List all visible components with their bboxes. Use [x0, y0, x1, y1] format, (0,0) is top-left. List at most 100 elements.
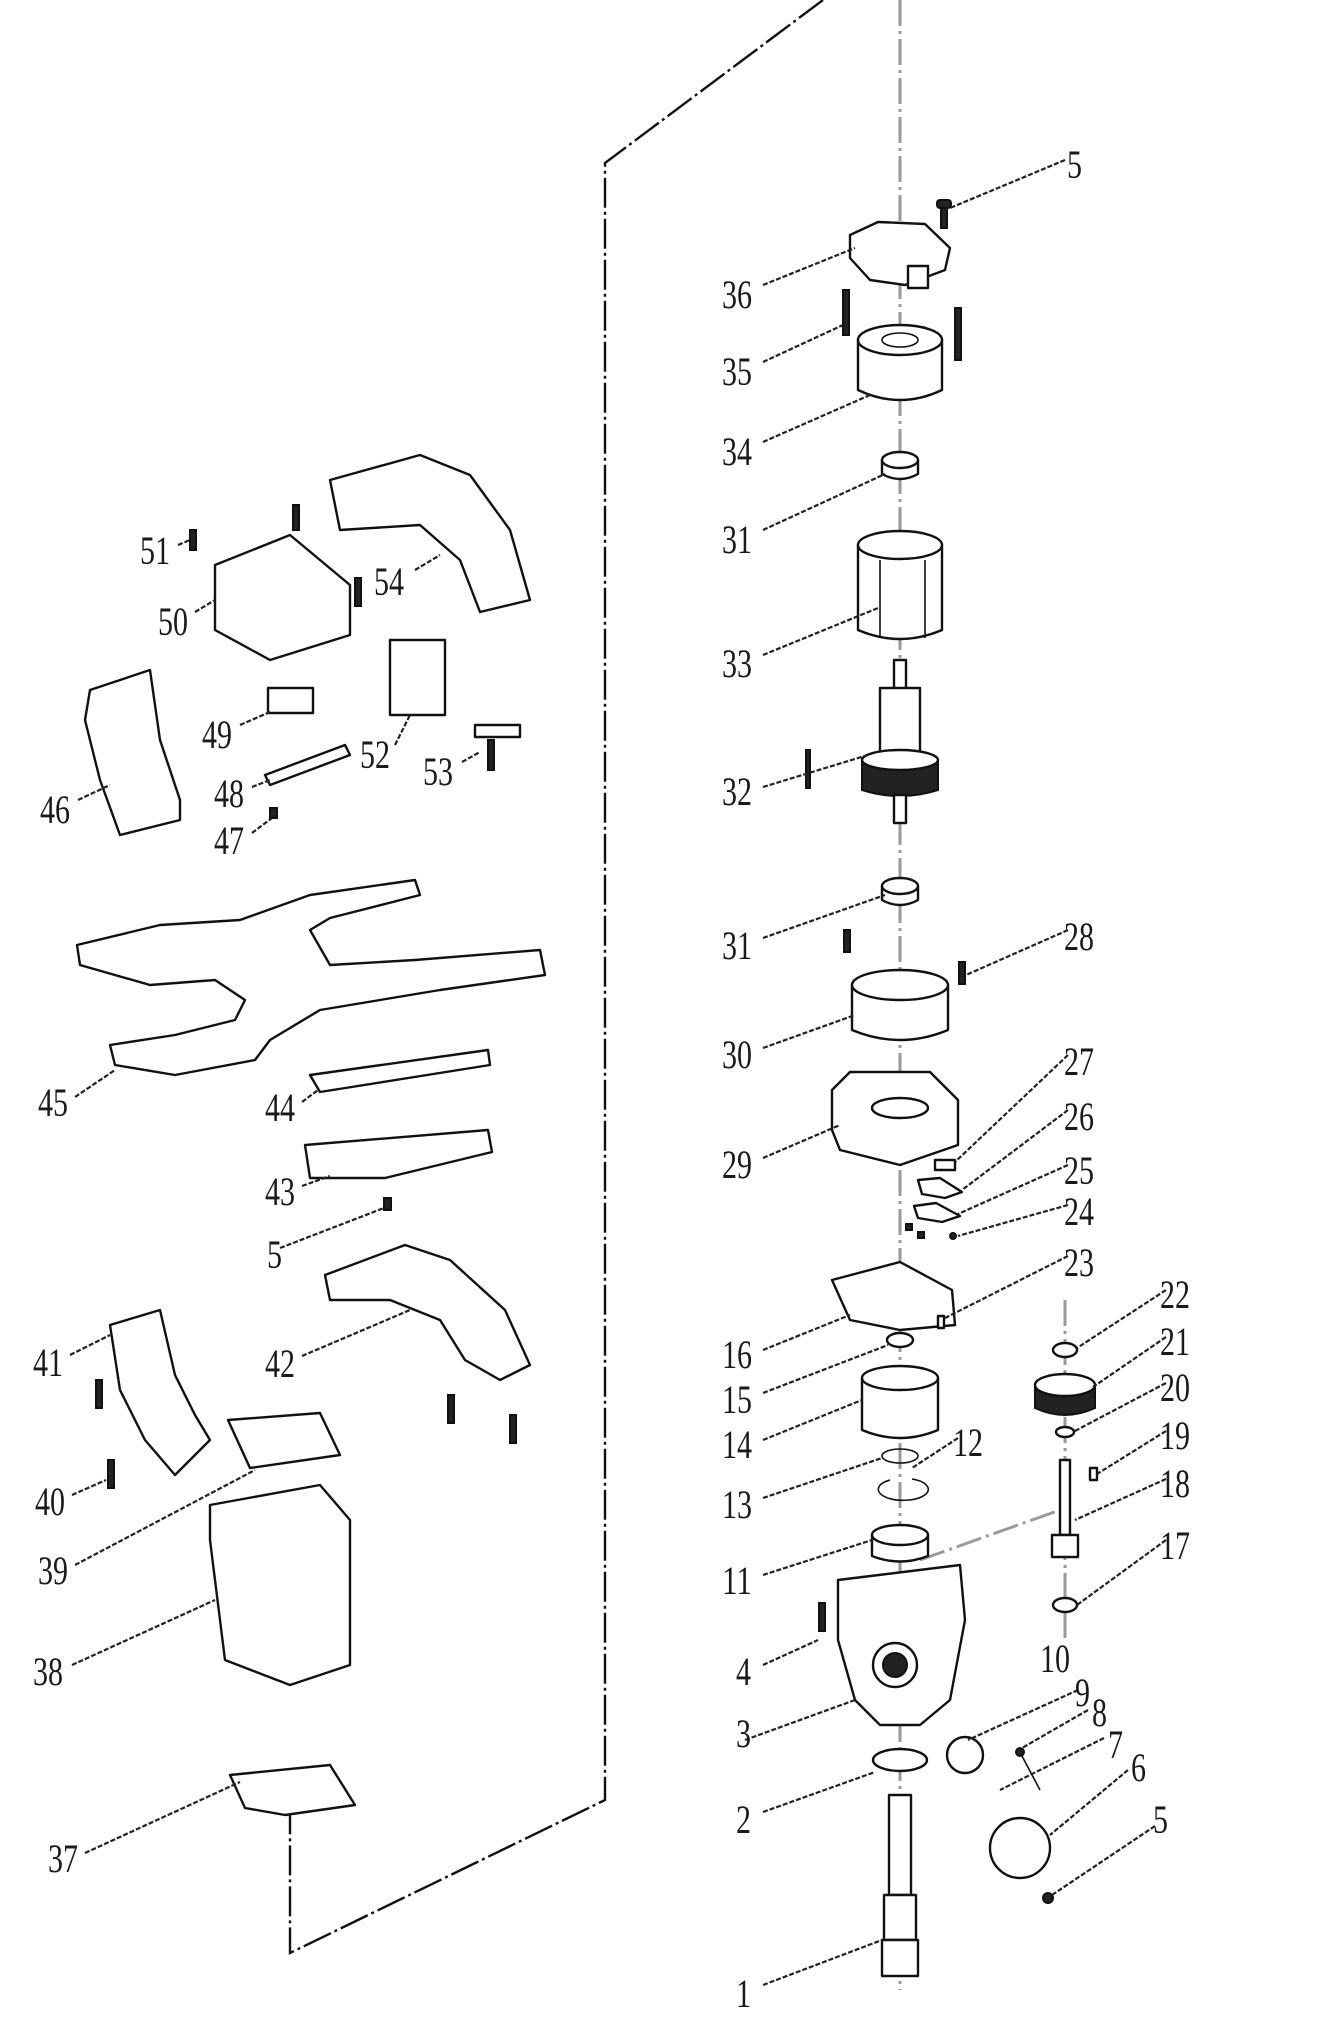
- callout-20: 20: [1160, 1365, 1190, 1410]
- leader-c-21: [1092, 1336, 1167, 1388]
- part-screw-5-bottom: [1042, 1892, 1054, 1904]
- part-cover-9: [945, 1735, 985, 1775]
- part-washer-22: [1051, 1341, 1079, 1359]
- leader-c-5-top: [949, 158, 1066, 210]
- leader-c-19: [1096, 1430, 1167, 1475]
- leader-c-26: [961, 1109, 1069, 1191]
- part-cover-plate-39: [226, 1411, 342, 1470]
- leader-c-17: [1076, 1539, 1167, 1606]
- callout-14: 14: [722, 1422, 752, 1467]
- leader-c-27: [954, 1054, 1069, 1163]
- part-stator-33: [856, 529, 944, 641]
- part-gear-housing-cover-29: [830, 1070, 960, 1167]
- leader-c-43: [301, 1174, 331, 1188]
- callout-10: 10: [1040, 1636, 1070, 1681]
- callout-54: 54: [374, 559, 404, 604]
- leader-c-30: [762, 1013, 856, 1050]
- leader-c-39: [74, 1469, 256, 1566]
- part-handle-cover-54: [328, 453, 532, 614]
- part-battery-mount-50: [213, 504, 362, 662]
- leader-c-23: [944, 1255, 1069, 1319]
- callout-29: 29: [722, 1142, 752, 1187]
- callout-3: 3: [736, 1711, 751, 1756]
- part-trim-43: [303, 1128, 494, 1180]
- callout-1: 1: [736, 1971, 751, 2016]
- callout-38: 38: [33, 1649, 63, 1694]
- callout-32: 32: [722, 769, 752, 814]
- callout-34: 34: [722, 429, 752, 474]
- callout-24: 24: [1064, 1189, 1094, 1234]
- leader-c-5-bottom: [1051, 1825, 1156, 1896]
- leader-c-5-left: [279, 1206, 385, 1250]
- part-long-screws-35: [842, 289, 962, 361]
- leader-c-49: [239, 710, 271, 727]
- callout-17: 17: [1160, 1523, 1190, 1568]
- callout-7: 7: [1108, 1722, 1123, 1767]
- part-spring-7: [1021, 1755, 1041, 1791]
- part-shaft-18: [1050, 1458, 1080, 1559]
- callout-31-bottom: 31: [722, 923, 752, 968]
- leader-c-48: [251, 778, 271, 789]
- right-column-parts: [805, 199, 1099, 1978]
- part-end-plate-37: [228, 1763, 357, 1817]
- part-terminal-49: [266, 686, 315, 715]
- leader-c-8: [1021, 1709, 1089, 1749]
- callout-37: 37: [48, 1836, 78, 1881]
- leader-c-2: [762, 1770, 876, 1814]
- part-bearing-31-bottom: [880, 876, 920, 907]
- leader-c-50: [194, 599, 216, 613]
- leader-c-24: [957, 1203, 1069, 1238]
- part-clutch-14: [860, 1364, 940, 1440]
- shaft-alignment-line: [919, 1508, 1061, 1562]
- leader-c-52: [394, 714, 411, 746]
- callout-9: 9: [1075, 1670, 1090, 1715]
- part-gear-housing-3: [836, 1563, 967, 1727]
- leader-c-34: [762, 393, 871, 444]
- callout-16: 16: [722, 1332, 752, 1377]
- part-side-handle-46: [83, 668, 182, 837]
- part-screws-28: [843, 929, 966, 985]
- leader-c-46: [77, 784, 111, 801]
- part-washer-20: [1054, 1425, 1076, 1439]
- part-switch-clamp-53: [473, 723, 522, 771]
- part-end-cap-36: [848, 220, 952, 290]
- callout-35: 35: [722, 349, 752, 394]
- leader-c-44: [301, 1089, 319, 1103]
- leader-c-28: [965, 928, 1069, 977]
- leader-c-51: [177, 538, 191, 547]
- leader-c-7: [999, 1737, 1105, 1791]
- part-key-19: [1088, 1466, 1099, 1482]
- leader-c-47: [251, 817, 273, 834]
- part-output-shaft-1: [880, 1793, 920, 1978]
- part-plates-26-25: [912, 1176, 964, 1224]
- leader-c-20: [1072, 1382, 1167, 1433]
- part-small-screws-24: [905, 1223, 957, 1240]
- callout-50: 50: [158, 599, 188, 644]
- part-screws-40: [95, 1379, 115, 1489]
- part-gear-21: [1033, 1372, 1097, 1416]
- callout-2: 2: [736, 1797, 751, 1842]
- callout-33: 33: [722, 641, 752, 686]
- part-switch-52: [388, 638, 447, 717]
- callout-42: 42: [265, 1341, 295, 1386]
- callout-11: 11: [722, 1558, 752, 1603]
- part-screw-51: [189, 529, 197, 551]
- part-bar-48: [263, 743, 352, 787]
- leader-c-14: [762, 1398, 863, 1442]
- leader-c-4: [762, 1638, 819, 1667]
- leader-c-32: [762, 753, 869, 789]
- part-gasket-16: [830, 1260, 957, 1332]
- part-circlip-12: [877, 1478, 930, 1502]
- part-screw-47: [269, 807, 278, 819]
- callout-39: 39: [38, 1548, 68, 1593]
- part-screw-5-left: [383, 1197, 392, 1211]
- leader-c-11: [762, 1538, 873, 1577]
- leader-c-1: [762, 1938, 883, 1987]
- callout-27: 27: [1064, 1039, 1094, 1084]
- leader-c-16: [762, 1313, 851, 1352]
- callout-5-top: 5: [1067, 142, 1082, 187]
- callout-43: 43: [265, 1169, 295, 1214]
- leader-c-31-top: [762, 473, 886, 531]
